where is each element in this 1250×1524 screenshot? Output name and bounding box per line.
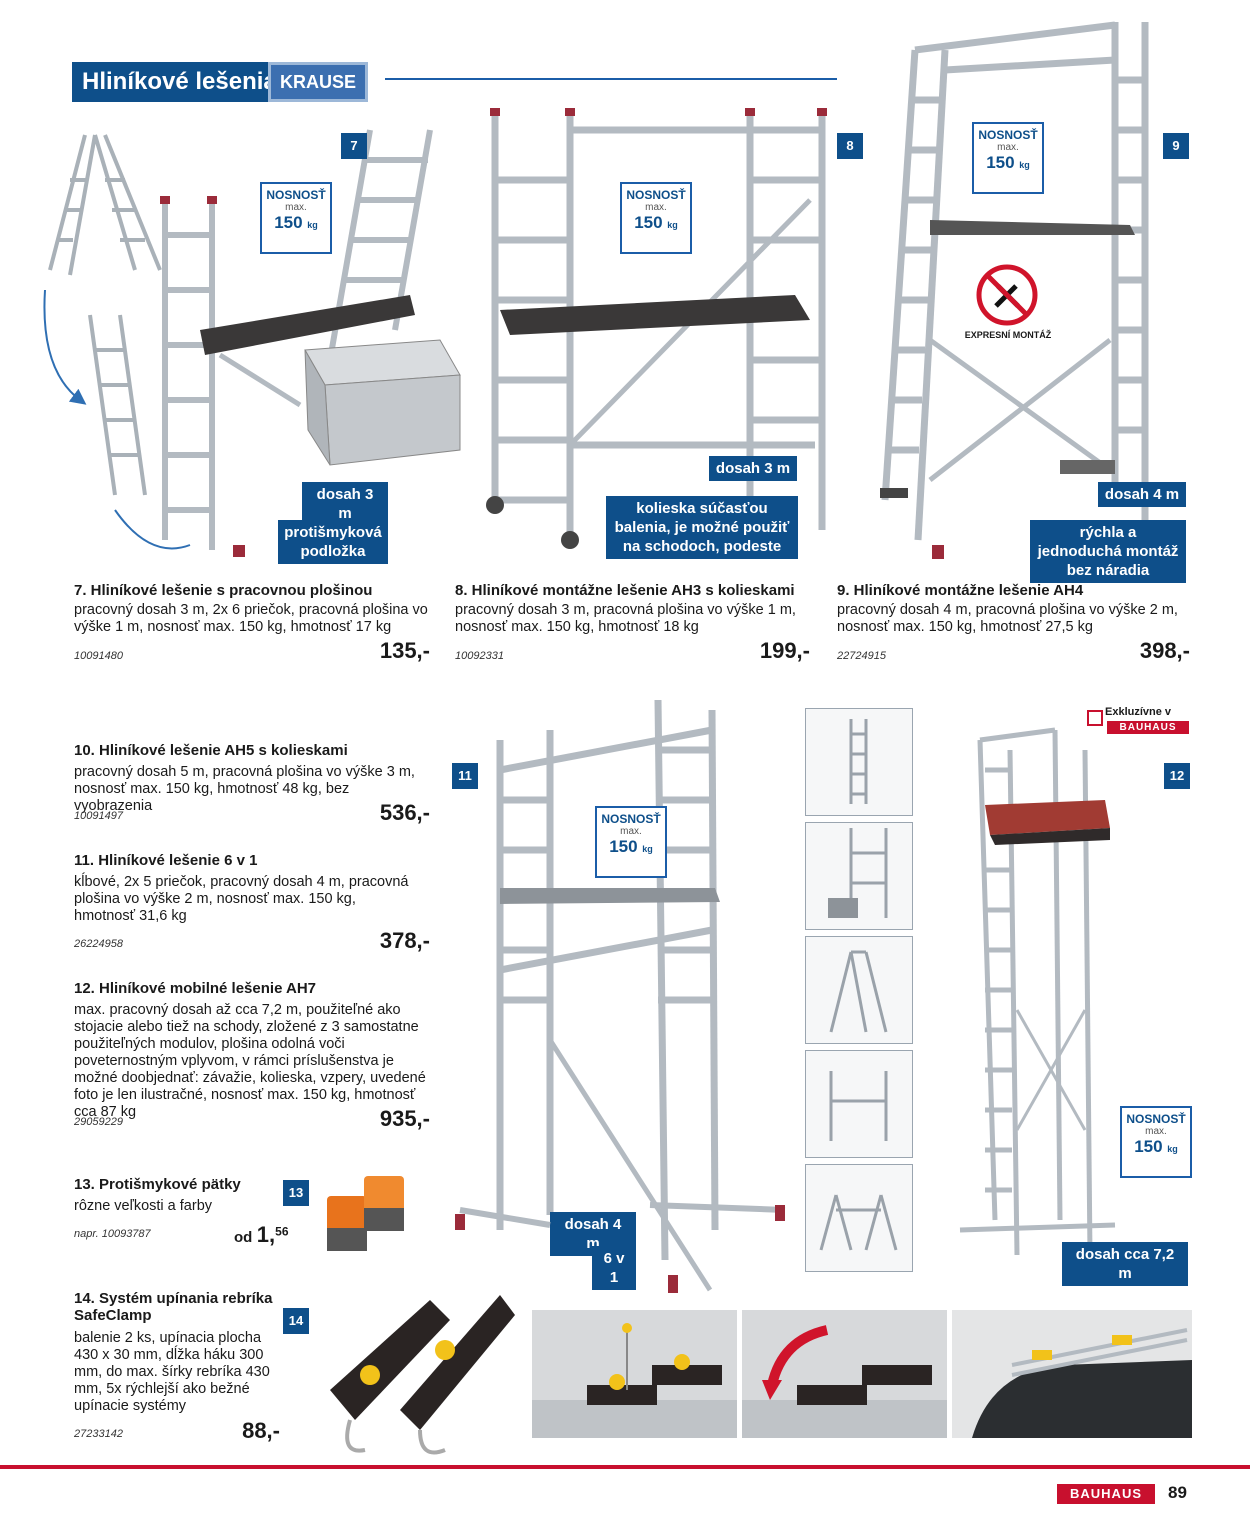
product-9-price: 398,- bbox=[1139, 638, 1190, 663]
product-7-reach-tag: dosah 3 m bbox=[302, 482, 388, 526]
product-12-desc: max. pracovný dosah až cca 7,2 m, použit… bbox=[74, 1002, 426, 1120]
exclusive-badge: Exkluzívne v BAUHAUS bbox=[1085, 706, 1190, 734]
product-14-badge: 14 bbox=[283, 1308, 309, 1334]
capacity-badge-12: NOSNOSŤ max. 150 kg bbox=[1120, 1106, 1192, 1178]
product-11-6in1-tag: 6 v 1 bbox=[592, 1246, 636, 1290]
product-7-image bbox=[43, 129, 461, 557]
capacity-max: max. bbox=[645, 202, 667, 213]
capacity-value: 150 kg bbox=[609, 837, 653, 856]
product-11-image bbox=[496, 699, 720, 1292]
product-12-image bbox=[959, 727, 1116, 1256]
capacity-max: max. bbox=[285, 202, 307, 213]
express-assembly-label: EXPRESNÍ MONTÁŽ bbox=[964, 330, 1052, 340]
capacity-max: max. bbox=[620, 826, 642, 837]
product-13-price: od 1,56 bbox=[234, 1222, 289, 1247]
capacity-label: NOSNOSŤ bbox=[978, 128, 1038, 142]
product-8-price: 199,- bbox=[759, 638, 810, 663]
product-8-badge: 8 bbox=[837, 133, 863, 159]
thumbnail-4 bbox=[805, 1050, 913, 1158]
capacity-value: 150 kg bbox=[986, 153, 1030, 172]
product-12-reach-tag: dosah cca 7,2 m bbox=[1062, 1242, 1188, 1286]
capacity-value: 150 kg bbox=[1134, 1137, 1178, 1156]
capacity-value: 150 kg bbox=[634, 213, 678, 232]
safeclamp-photo-3 bbox=[952, 1310, 1192, 1438]
product-14-image bbox=[330, 1295, 515, 1455]
product-7-price: 135,- bbox=[379, 638, 430, 663]
thumbnail-3 bbox=[805, 936, 913, 1044]
product-7-badge: 7 bbox=[341, 133, 367, 159]
product-12-title: 12. Hliníkové mobilné lešenie AH7 bbox=[74, 980, 317, 997]
page-number: 89 bbox=[1168, 1483, 1187, 1502]
capacity-label: NOSNOSŤ bbox=[266, 188, 326, 202]
product-9-badge: 9 bbox=[1163, 133, 1189, 159]
capacity-label: NOSNOSŤ bbox=[601, 812, 661, 826]
product-7-title: 7. Hliníkové lešenie s pracovnou plošino… bbox=[74, 582, 373, 599]
product-9-image bbox=[880, 21, 1149, 559]
product-9-quick-tag: rýchla a jednoduchá montáž bez náradia bbox=[1030, 520, 1186, 583]
page-title: Hliníkové lešenia bbox=[72, 62, 287, 102]
product-7-antislip-tag: protišmyková podložka bbox=[278, 520, 388, 564]
product-9-desc: pracovný dosah 4 m, pracovná plošina vo … bbox=[837, 602, 1178, 635]
house-icon bbox=[1087, 710, 1103, 726]
product-14-title: 14. Systém upínania rebríka SafeClamp bbox=[74, 1290, 273, 1324]
footer-brand-logo: BAUHAUS bbox=[1057, 1484, 1155, 1504]
product-13-title: 13. Protišmykové pätky bbox=[74, 1176, 241, 1193]
product-7-code: 10091480 bbox=[74, 650, 123, 662]
product-8-reach-tag: dosah 3 m bbox=[709, 456, 797, 481]
product-7-desc: pracovný dosah 3 m, 2x 6 priečok, pracov… bbox=[74, 602, 428, 635]
capacity-label: NOSNOSŤ bbox=[1126, 1112, 1186, 1126]
product-8-code: 10092331 bbox=[455, 650, 504, 662]
product-11-title: 11. Hliníkové lešenie 6 v 1 bbox=[74, 852, 258, 869]
product-12-code: 29059229 bbox=[74, 1116, 123, 1128]
product-14-price: 88,- bbox=[242, 1418, 280, 1443]
product-12-price: 935,- bbox=[379, 1106, 430, 1131]
safeclamp-photo-2 bbox=[742, 1310, 947, 1438]
product-10-code: 10091497 bbox=[74, 810, 123, 822]
capacity-badge-7: NOSNOSŤ max. 150 kg bbox=[260, 182, 332, 254]
capacity-max: max. bbox=[997, 142, 1019, 153]
product-11-badge: 11 bbox=[452, 763, 478, 789]
capacity-label: NOSNOSŤ bbox=[626, 188, 686, 202]
product-10-desc: pracovný dosah 5 m, pracovná plošina vo … bbox=[74, 764, 415, 814]
product-11-code: 26224958 bbox=[74, 938, 123, 950]
capacity-badge-9: NOSNOSŤ max. 150 kg bbox=[972, 122, 1044, 194]
capacity-badge-8: NOSNOSŤ max. 150 kg bbox=[620, 182, 692, 254]
brand-logo: KRAUSE bbox=[268, 62, 368, 102]
product-10-title: 10. Hliníkové lešenie AH5 s kolieskami bbox=[74, 742, 348, 759]
capacity-max: max. bbox=[1145, 1126, 1167, 1137]
product-9-title: 9. Hliníkové montážne lešenie AH4 bbox=[837, 582, 1084, 599]
product-11-price: 378,- bbox=[379, 928, 430, 953]
product-14-code: 27233142 bbox=[74, 1428, 123, 1440]
product-8-wheels-tag: kolieska súčasťou balenia, je možné použ… bbox=[606, 496, 798, 559]
product-13-image bbox=[327, 1176, 404, 1251]
product-12-badge: 12 bbox=[1164, 763, 1190, 789]
product-8-desc: pracovný dosah 3 m, pracovná plošina vo … bbox=[455, 602, 796, 635]
footer-divider bbox=[0, 1465, 1250, 1469]
capacity-value: 150 kg bbox=[274, 213, 318, 232]
thumbnail-2 bbox=[805, 822, 913, 930]
product-13-badge: 13 bbox=[283, 1180, 309, 1206]
thumbnail-5 bbox=[805, 1164, 913, 1272]
product-13-code: napr. 10093787 bbox=[74, 1228, 151, 1240]
product-11-base bbox=[455, 1202, 786, 1293]
product-8-image bbox=[486, 108, 827, 549]
no-tools-icon bbox=[976, 264, 1038, 326]
thumbnail-1 bbox=[805, 708, 913, 816]
product-9-reach-tag: dosah 4 m bbox=[1098, 482, 1186, 507]
product-10-price: 536,- bbox=[379, 800, 430, 825]
capacity-badge-11: NOSNOSŤ max. 150 kg bbox=[595, 806, 667, 878]
product-13-desc: rôzne veľkosti a farby bbox=[74, 1198, 213, 1214]
product-14-desc: balenie 2 ks, upínacia plocha 430 x 30 m… bbox=[74, 1330, 270, 1414]
safeclamp-photo-1 bbox=[532, 1310, 737, 1438]
product-11-desc: kĺbové, 2x 5 priečok, pracovný dosah 4 m… bbox=[74, 874, 409, 924]
header-divider bbox=[385, 78, 837, 80]
product-8-title: 8. Hliníkové montážne lešenie AH3 s koli… bbox=[455, 582, 795, 599]
product-9-code: 22724915 bbox=[837, 650, 886, 662]
